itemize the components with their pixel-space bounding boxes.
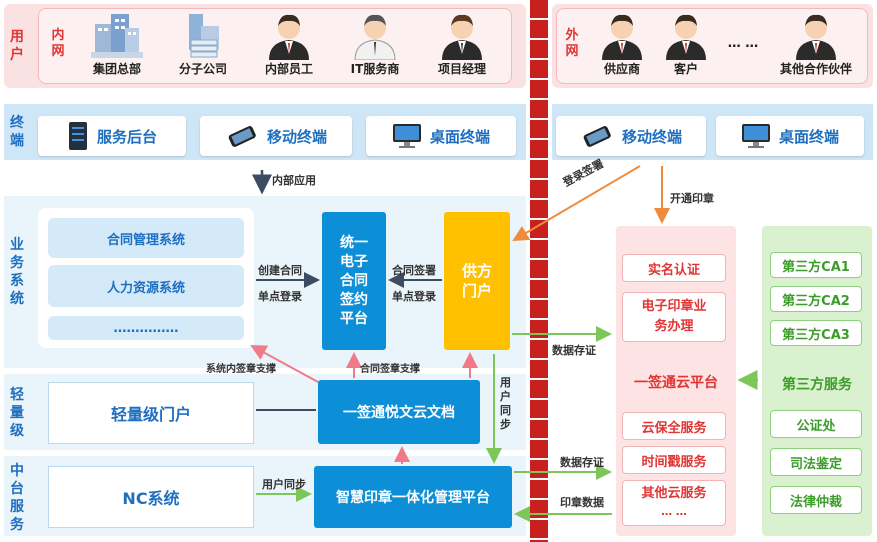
terminal-label: 桌面终端 bbox=[429, 127, 490, 146]
cloud-other-services[interactable]: 其他云服务 … … bbox=[622, 480, 726, 526]
user-band-label: 用户 bbox=[10, 29, 24, 63]
third-party-title: 第三方服务 bbox=[782, 377, 852, 393]
middle-band-label: 中台服务 bbox=[10, 463, 24, 533]
cloud-seal-business[interactable]: 电子印章业务办理 bbox=[622, 292, 726, 342]
terminal-label: 移动终端 bbox=[621, 127, 682, 146]
building-icon bbox=[91, 14, 143, 58]
server-building-icon bbox=[189, 14, 219, 58]
phone-icon bbox=[228, 126, 256, 147]
label-data-store-2: 数据存证 bbox=[560, 456, 604, 469]
third-party-ca1[interactable]: 第三方CA1 bbox=[770, 252, 862, 278]
nc-system[interactable]: NC系统 bbox=[48, 466, 254, 528]
label-contract-sign: 合同签署 bbox=[392, 264, 436, 277]
third-party-ca3[interactable]: 第三方CA3 bbox=[770, 320, 862, 346]
terminal-label: 桌面终端 bbox=[778, 127, 839, 146]
cloud-timestamp[interactable]: 时间戳服务 bbox=[622, 446, 726, 474]
light-band-label: 轻量级 bbox=[10, 387, 24, 439]
monitor-icon bbox=[392, 124, 421, 148]
person-icon bbox=[796, 14, 836, 60]
terminal-band-label: 终端 bbox=[10, 115, 24, 149]
person-icon bbox=[666, 14, 706, 60]
actor-label: 项目经理 bbox=[437, 62, 486, 76]
label-sso-1: 单点登录 bbox=[258, 290, 302, 303]
person-icon bbox=[354, 14, 396, 60]
label-sso-2: 单点登录 bbox=[392, 290, 436, 303]
label-open-seal: 开通印章 bbox=[670, 192, 714, 205]
third-party-notary[interactable]: 公证处 bbox=[770, 410, 862, 438]
actor-more: … … bbox=[718, 36, 768, 60]
third-party-forensics[interactable]: 司法鉴定 bbox=[770, 448, 862, 476]
actor-label: 其他合作伙伴 bbox=[779, 62, 852, 76]
actor-label: 内部员工 bbox=[264, 62, 313, 76]
terminal-desktop[interactable]: 桌面终端 bbox=[366, 116, 516, 156]
terminal-label: 服务后台 bbox=[96, 127, 157, 146]
actor-label: 分子公司 bbox=[178, 62, 227, 76]
actor-label: 供应商 bbox=[603, 62, 640, 76]
third-party-arbitration[interactable]: 法律仲裁 bbox=[770, 486, 862, 514]
terminal-server[interactable]: 服务后台 bbox=[38, 116, 186, 156]
contract-signing-platform[interactable]: 统一电子合同签约平台 bbox=[322, 212, 386, 350]
person-icon bbox=[442, 14, 482, 60]
system-more: …………… bbox=[48, 316, 244, 340]
label-create-contract: 创建合同 bbox=[258, 264, 302, 277]
server-icon bbox=[68, 122, 87, 150]
label-login-sign: 登录签署 bbox=[560, 157, 606, 190]
label-internal-app: 内部应用 bbox=[272, 174, 316, 187]
phone-icon bbox=[583, 126, 611, 147]
monitor-icon bbox=[741, 124, 770, 148]
platform-label: 统一电子合同签约平台 bbox=[340, 234, 368, 327]
actor-supplier: 供应商 bbox=[592, 10, 652, 82]
intranet-label: 内网 bbox=[51, 28, 65, 59]
label-seal-data: 印章数据 bbox=[560, 496, 604, 509]
firewall bbox=[530, 0, 548, 542]
label-data-store-1: 数据存证 bbox=[552, 344, 596, 357]
cloud-platform-title: 一签通云平台 bbox=[634, 375, 718, 391]
light-portal[interactable]: 轻量级门户 bbox=[48, 382, 254, 444]
supplier-portal[interactable]: 供方门户 bbox=[444, 212, 510, 350]
actor-label: 集团总部 bbox=[92, 62, 141, 76]
actor-it-provider: IT服务商 bbox=[340, 10, 410, 82]
actor-employee: 内部员工 bbox=[254, 10, 324, 82]
business-band-label: 业务系统 bbox=[10, 237, 24, 307]
third-party-ca2[interactable]: 第三方CA2 bbox=[770, 286, 862, 312]
actor-group-hq: 集团总部 bbox=[84, 10, 150, 82]
system-hr[interactable]: 人力资源系统 bbox=[48, 265, 244, 307]
label-user-sync-h: 用户同步 bbox=[262, 478, 306, 491]
cloud-ellipsis: … … bbox=[661, 505, 687, 518]
actor-label: IT服务商 bbox=[350, 62, 400, 76]
cloud-other-label: 其他云服务 bbox=[641, 486, 707, 501]
supplier-portal-label: 供方门户 bbox=[462, 262, 493, 300]
seal-management-platform[interactable]: 智慧印章一体化管理平台 bbox=[314, 466, 512, 528]
actor-other-partners: 其他合作伙伴 bbox=[768, 10, 864, 82]
cloud-realname-auth[interactable]: 实名认证 bbox=[622, 254, 726, 282]
terminal-mobile-external[interactable]: 移动终端 bbox=[556, 116, 706, 156]
actor-label: 客户 bbox=[673, 62, 698, 76]
terminal-label: 移动终端 bbox=[266, 127, 327, 146]
person-icon bbox=[269, 14, 309, 60]
terminal-mobile[interactable]: 移动终端 bbox=[200, 116, 352, 156]
label-contract-seal-support: 合同签章支撑 bbox=[360, 364, 420, 375]
cloud-docs[interactable]: 一签通悦文云文档 bbox=[318, 380, 480, 444]
terminal-desktop-external[interactable]: 桌面终端 bbox=[716, 116, 864, 156]
person-icon bbox=[602, 14, 642, 60]
cloud-preservation[interactable]: 云保全服务 bbox=[622, 412, 726, 440]
system-contract-mgmt[interactable]: 合同管理系统 bbox=[48, 218, 244, 258]
extranet-label: 外网 bbox=[565, 28, 579, 59]
actor-project-manager: 项目经理 bbox=[426, 10, 498, 82]
ellipsis-icon: … … bbox=[727, 36, 759, 51]
label-system-seal-support: 系统内签章支撑 bbox=[206, 364, 276, 375]
label-user-sync-v: 用户同步 bbox=[500, 376, 511, 431]
actor-subsidiary: 分子公司 bbox=[168, 10, 238, 82]
actor-customer: 客户 bbox=[656, 10, 716, 82]
